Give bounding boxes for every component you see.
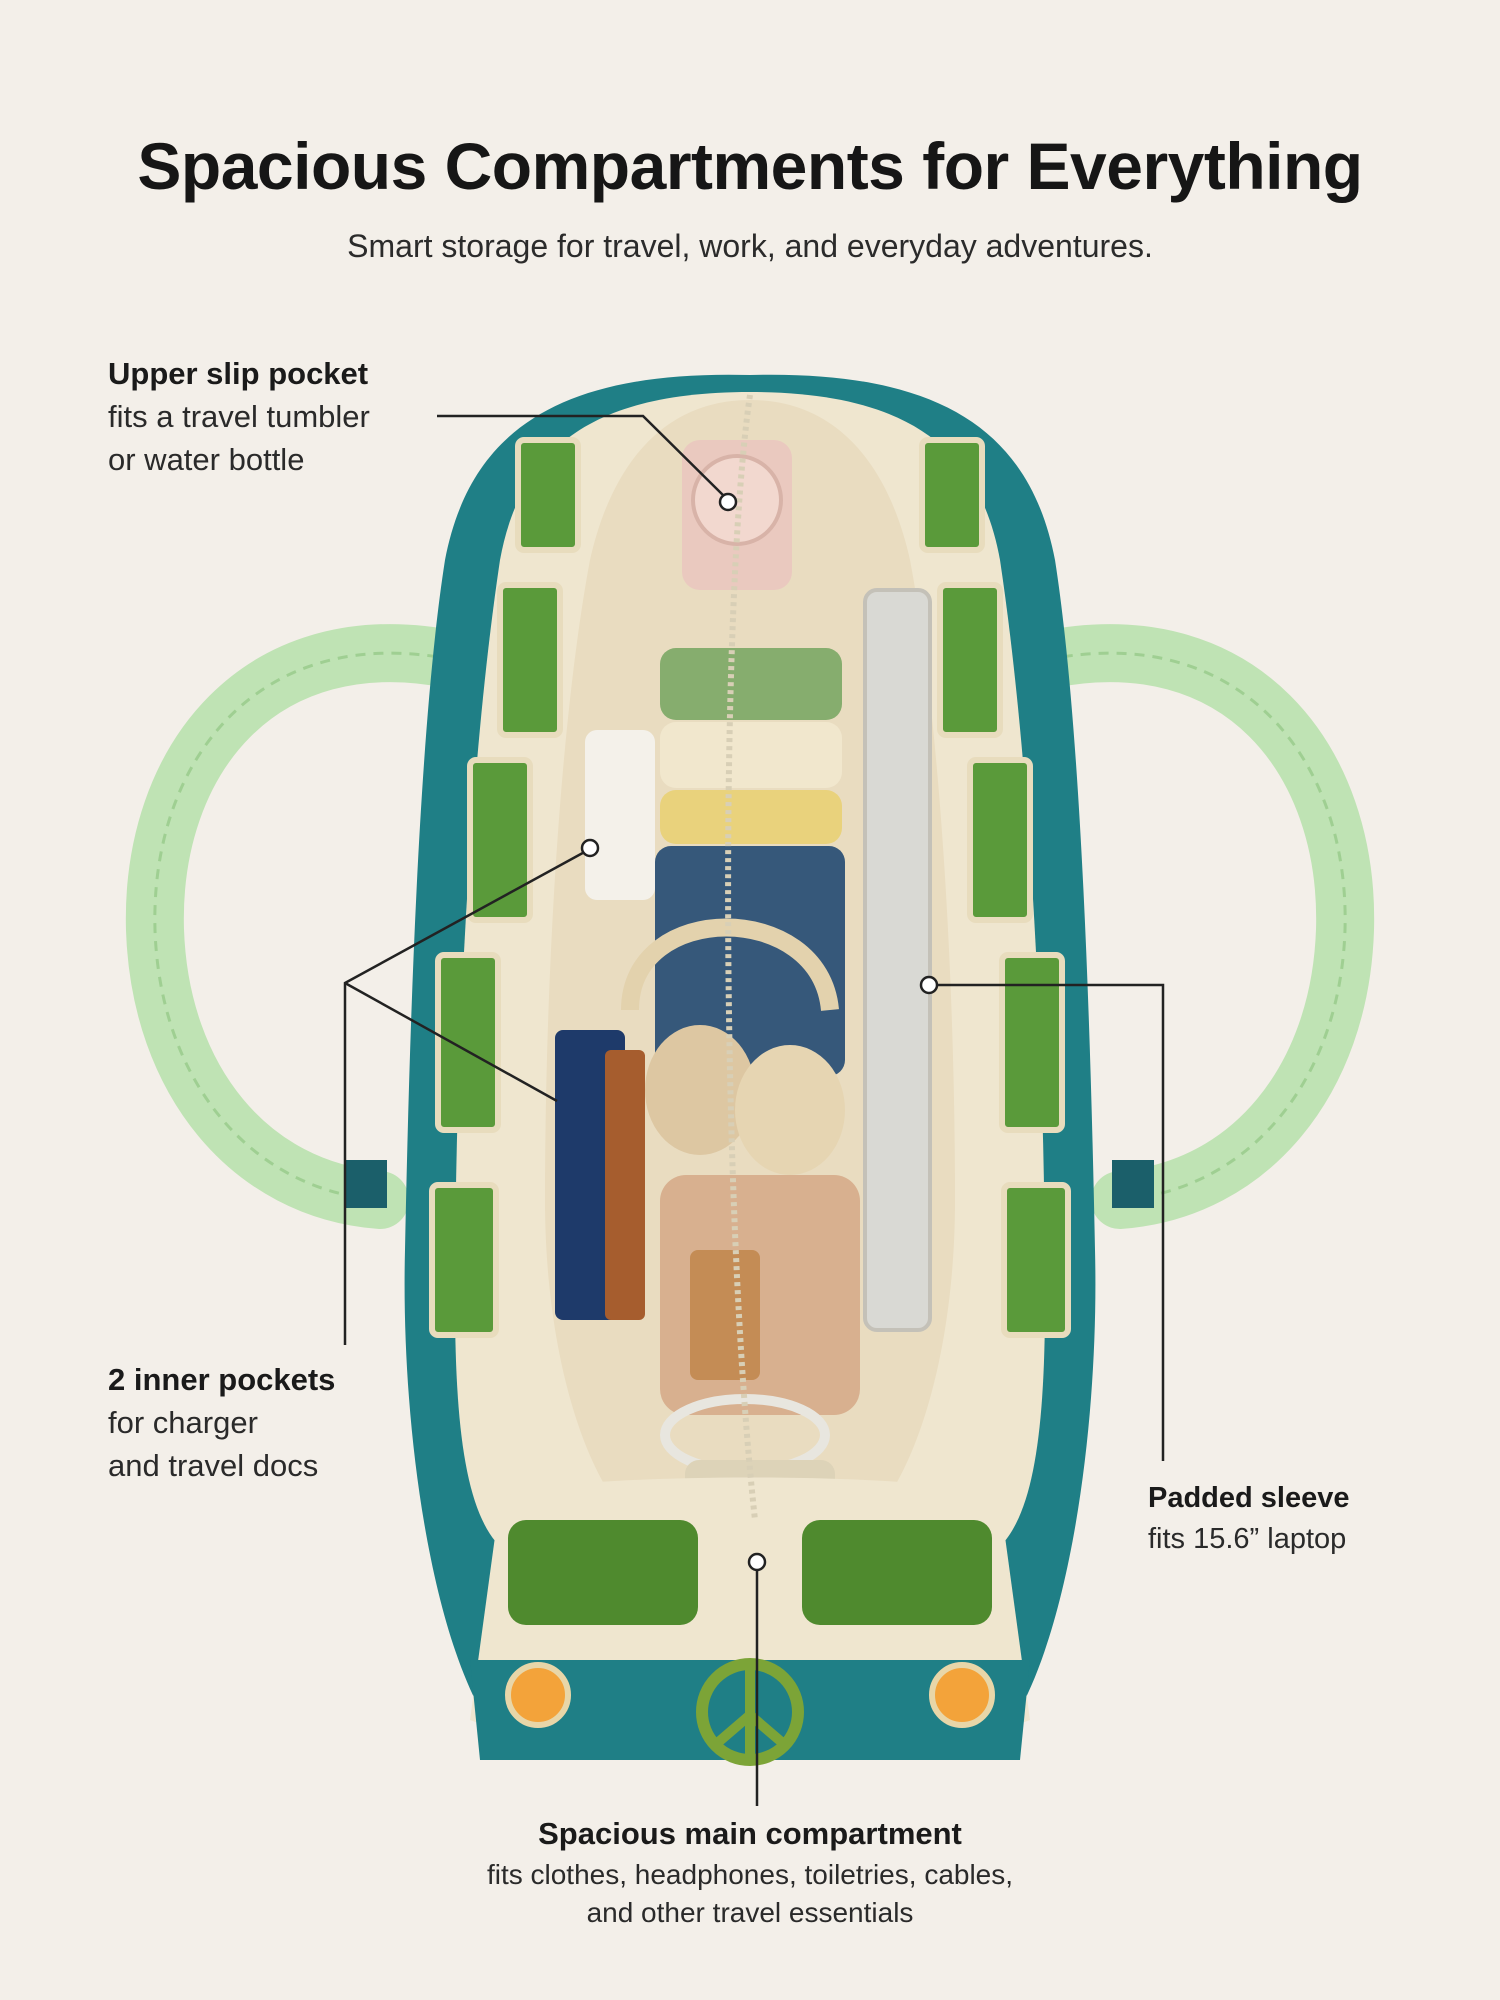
- callout-heading: Spacious main compartment: [538, 1816, 962, 1851]
- page-title: Spacious Compartments for Everything: [137, 129, 1363, 203]
- callout-text: fits a travel tumbler: [108, 399, 370, 434]
- callout-text: and travel docs: [108, 1448, 319, 1483]
- headphones-image: [621, 918, 839, 1012]
- laptop-image: [863, 588, 932, 1332]
- callout-text: fits clothes, headphones, toiletries, ca…: [486, 1859, 1014, 1890]
- peace-sign-icon: [696, 1658, 804, 1766]
- callout-text: fits 15.6” laptop: [1148, 1523, 1347, 1555]
- callout-text: and other travel essentials: [586, 1897, 914, 1928]
- callout-heading: 2 inner pockets: [108, 1362, 336, 1397]
- callout-heading: Upper slip pocket: [108, 356, 369, 391]
- callout-padded-sleeve: Padded sleeve fits 15.6” laptop: [1148, 1478, 1350, 1560]
- callout-main-compartment: Spacious main compartment fits clothes, …: [0, 1812, 1500, 1932]
- callout-text: or water bottle: [108, 442, 305, 477]
- callout-upper-slip-pocket: Upper slip pocket fits a travel tumbler …: [108, 352, 370, 481]
- callout-text: for charger: [108, 1405, 258, 1440]
- callout-inner-pockets: 2 inner pockets for charger and travel d…: [108, 1358, 335, 1487]
- page-subtitle: Smart storage for travel, work, and ever…: [347, 228, 1153, 264]
- callout-heading: Padded sleeve: [1148, 1482, 1350, 1514]
